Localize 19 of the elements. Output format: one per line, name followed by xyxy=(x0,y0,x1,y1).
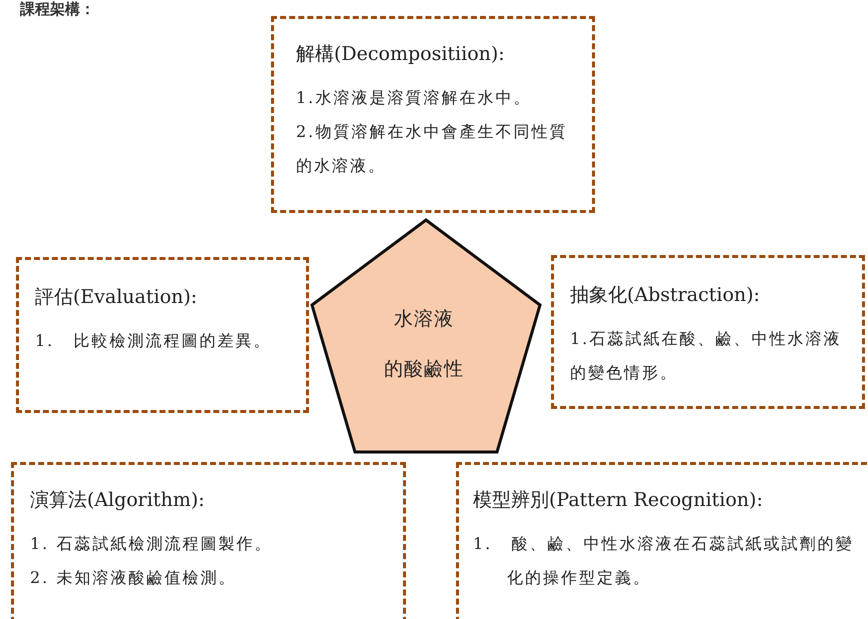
center-topic: 水溶液的酸鹼性 xyxy=(384,307,465,382)
box-heading: 演算法(Algorithm): xyxy=(30,488,206,513)
box-heading: 解構(Decompositiion): xyxy=(296,42,506,67)
dashed-box xyxy=(16,257,309,413)
list-item: 1. 酸、鹼、中性水溶液在石蕊試紙或試劑的變化的操作型定義。 xyxy=(473,533,854,589)
list-item: 1.水溶液是溶質溶解在水中。 xyxy=(296,87,532,109)
list-item: 2.物質溶解在水中會產生不同性質的水溶液。 xyxy=(296,121,568,177)
list-item: 2. 未知溶液酸鹼值檢測。 xyxy=(30,567,238,589)
list-item: 1.石蕊試紙在酸、鹼、中性水溶液的變色情形。 xyxy=(570,328,842,384)
list-item: 1. 比較檢測流程圖的差異。 xyxy=(35,330,272,352)
dashed-box xyxy=(271,16,595,213)
box-heading: 抽象化(Abstraction): xyxy=(570,283,761,308)
box-heading: 模型辨別(Pattern Recognition): xyxy=(473,488,764,513)
heading: 課程架構： xyxy=(20,0,95,19)
dashed-box xyxy=(11,462,406,619)
dashed-box xyxy=(551,255,865,409)
list-item: 1. 石蕊試紙檢測流程圖製作。 xyxy=(30,533,274,555)
dashed-box xyxy=(456,462,868,619)
box-heading: 評估(Evaluation): xyxy=(35,285,198,310)
